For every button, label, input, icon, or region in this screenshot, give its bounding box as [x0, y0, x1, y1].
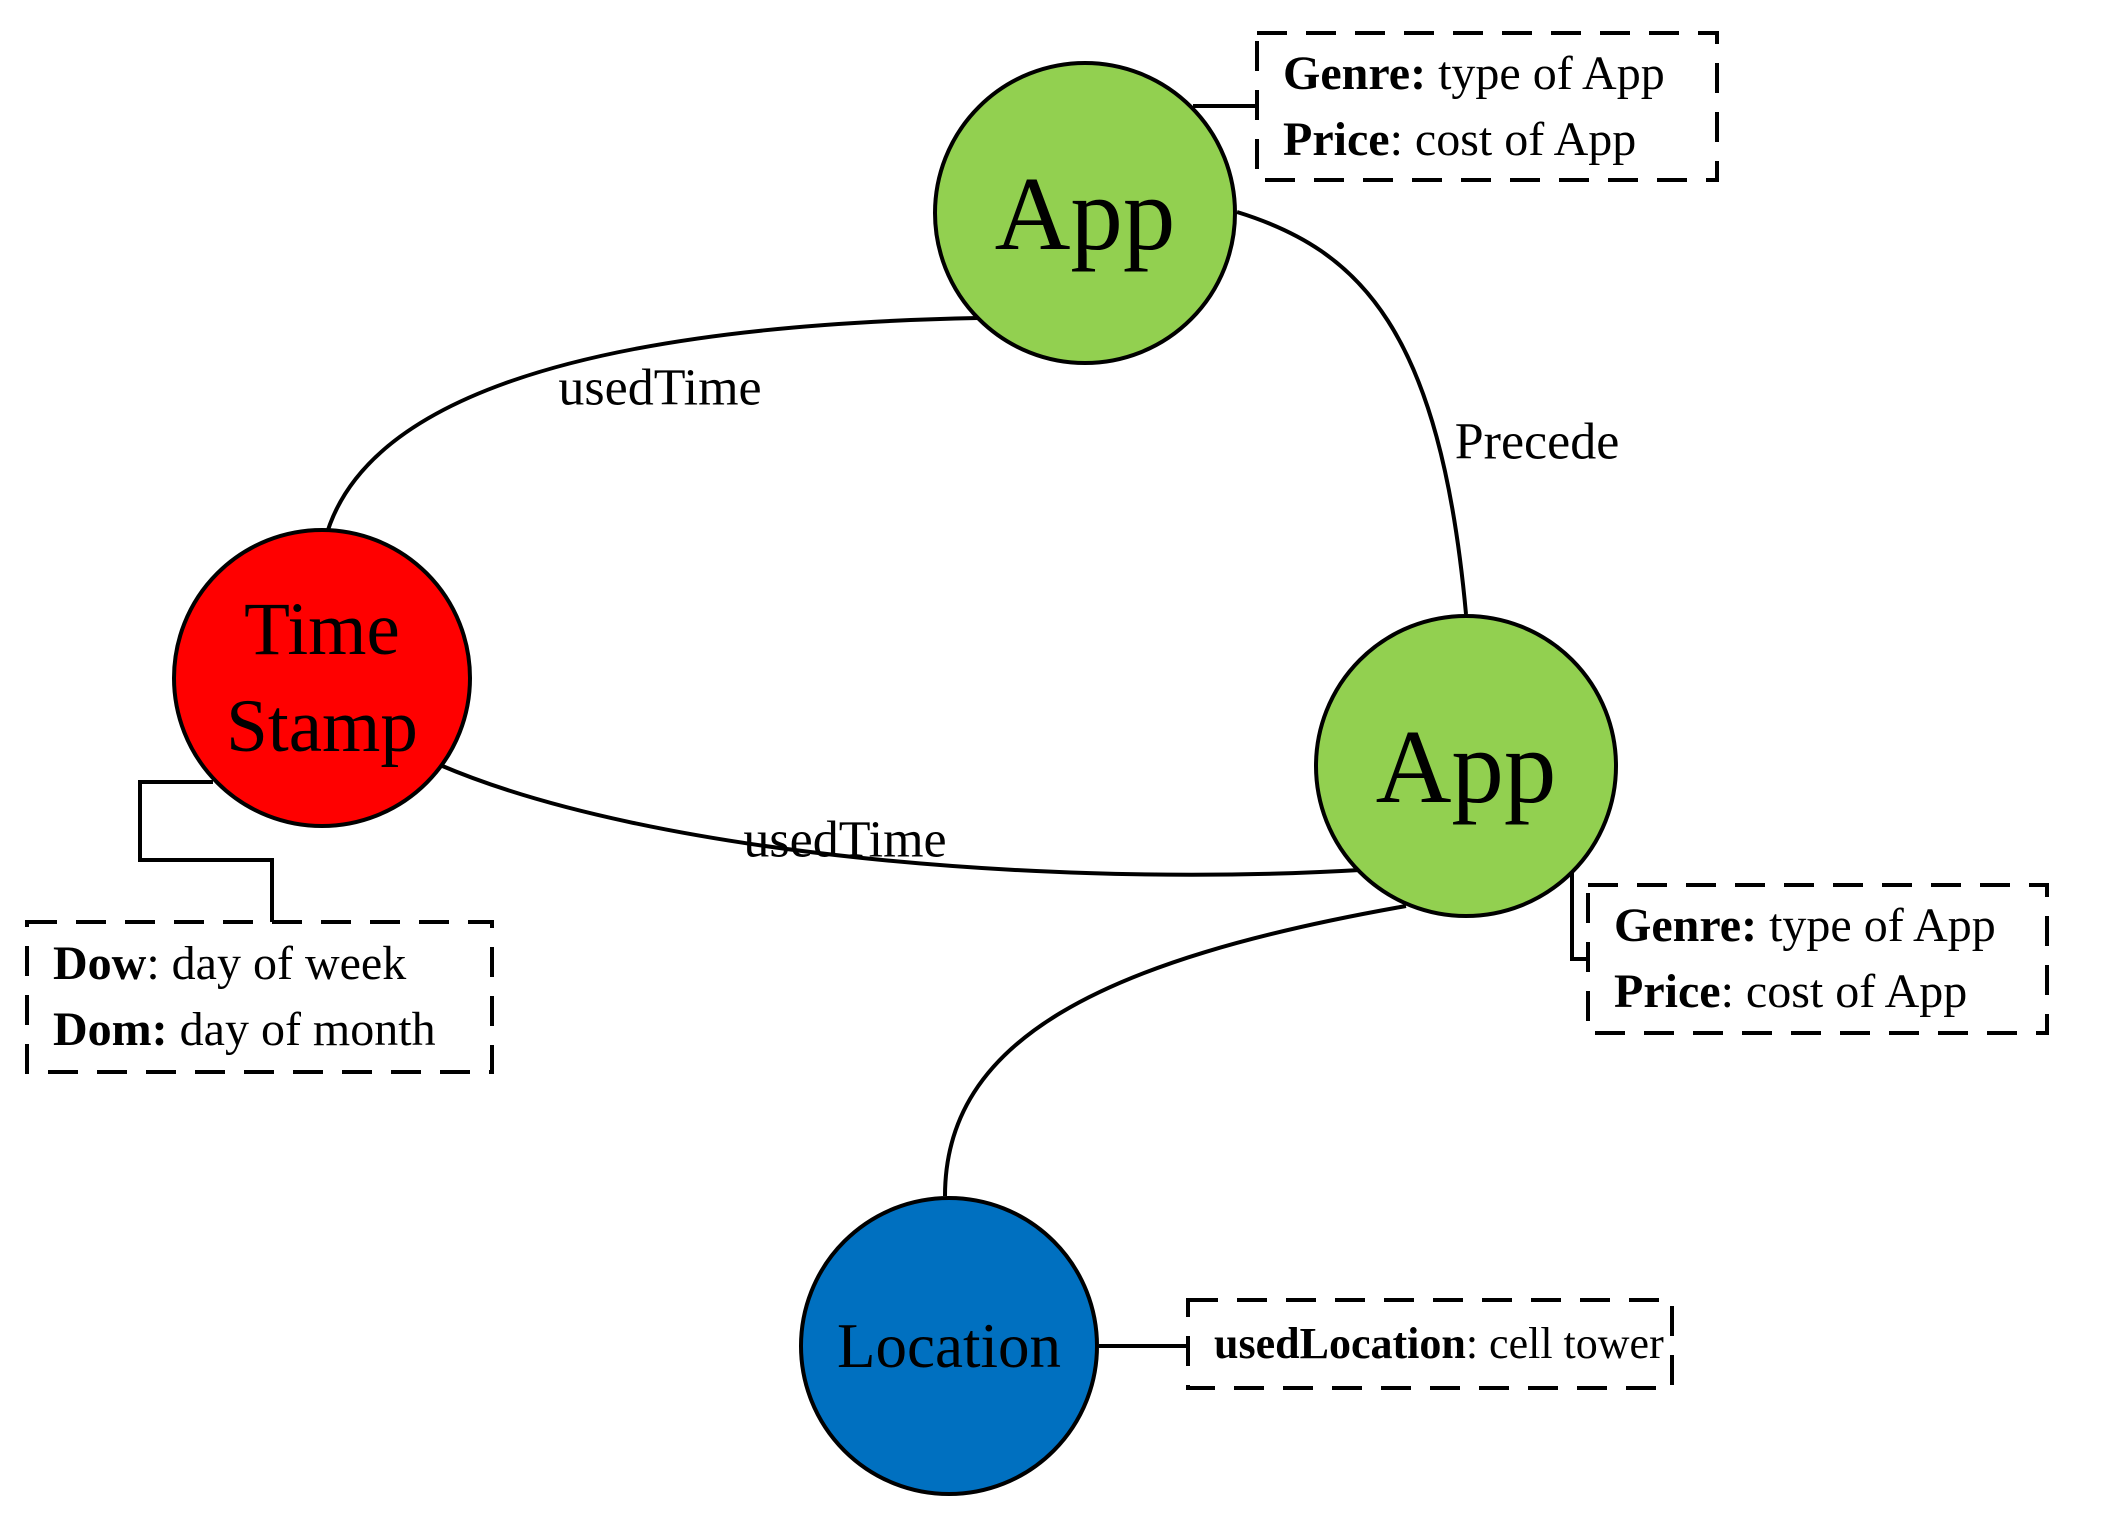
annotation-line: Dom: day of month [53, 1003, 436, 1056]
annotation-box-border-timestamp [25, 920, 494, 1074]
node-timestamp: Time Stamp [172, 528, 472, 828]
connector-timestamp-box [138, 780, 274, 924]
node-app-top-label: App [994, 154, 1176, 272]
annotation-box-app-top: Genre: type of App Price: cost of App [1257, 33, 1717, 180]
annotation-line: usedLocation: cell tower [1214, 1319, 1664, 1368]
node-app-top: App [933, 61, 1237, 365]
node-app-right-label: App [1375, 707, 1557, 825]
node-location-label: Location [837, 1310, 1061, 1381]
annotation-box-border-app-right [1586, 883, 2049, 1035]
edge-usedtime-top [323, 316, 979, 541]
edge-label-precede: Precede [1454, 413, 1620, 471]
annotation-line: Price: cost of App [1283, 112, 1637, 166]
node-app-right: App [1314, 614, 1618, 918]
edge-usedtime-bottom [439, 763, 1361, 877]
annotation-box-border-app-top [1255, 31, 1719, 182]
annotation-box-app-right: Genre: type of App Price: cost of App [1588, 885, 2047, 1033]
edge-label-usedtime-top: usedTime [558, 359, 762, 417]
annotation-box-timestamp: Dow: day of week Dom: day of month [27, 922, 492, 1072]
edge-precede [1236, 210, 1468, 615]
annotation-line: Genre: type of App [1283, 46, 1665, 100]
connector-appright-box [1570, 872, 1588, 961]
node-location: Location [799, 1196, 1099, 1496]
edge-label-usedtime-bottom: usedTime [743, 811, 947, 869]
annotation-box-border-location [1186, 1298, 1674, 1390]
annotation-line: Price: cost of App [1614, 965, 1968, 1018]
annotation-line: Dow: day of week [53, 937, 407, 990]
annotation-box-location: usedLocation: cell tower [1188, 1300, 1672, 1388]
annotation-line: Genre: type of App [1614, 899, 1996, 952]
node-timestamp-label: Time Stamp [226, 588, 418, 768]
edge-app-to-location [943, 904, 1407, 1197]
